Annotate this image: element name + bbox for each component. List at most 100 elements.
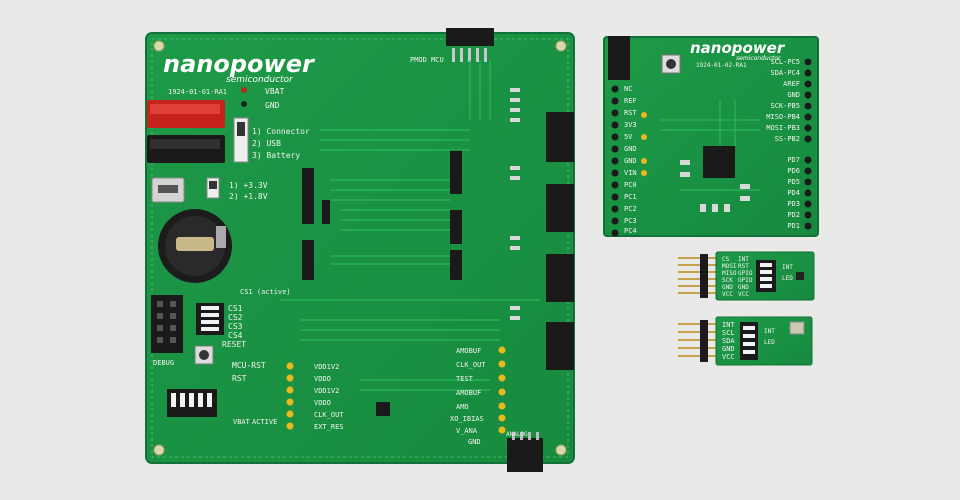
- sensor2-int: INT: [764, 328, 775, 335]
- svg-text:5V: 5V: [624, 133, 633, 141]
- svg-text:GPIO: GPIO: [738, 270, 753, 277]
- svg-text:REF: REF: [624, 97, 637, 105]
- jumper-block-left: [302, 168, 330, 280]
- jumper-block-right: [450, 150, 462, 280]
- mcu-brand-sub: semiconductor: [736, 55, 781, 62]
- sensor1-led: LED: [782, 275, 793, 282]
- mcu-rst-label: MCU-RST: [232, 361, 266, 370]
- svg-text:SDA: SDA: [722, 337, 735, 345]
- svg-text:VCC: VCC: [722, 291, 733, 298]
- vbat-label: VBAT: [265, 87, 284, 96]
- mcu-right-pin-labels: SCL-PC5 SDA-PC4 AREF GND SCK-PB5 MISO-PB…: [766, 58, 800, 230]
- debug-header: [151, 295, 183, 353]
- test-points-left: VDD1V2 VDDO VDD1V2 VDDO CLK_OUT EXT_RES: [286, 362, 344, 431]
- power-opt-1: 1) Connector: [252, 127, 310, 136]
- svg-text:RST: RST: [738, 263, 749, 270]
- svg-text:PD1: PD1: [787, 222, 800, 230]
- power-opt-2: 2) USB: [252, 139, 281, 148]
- tp-left-5: CLK_OUT: [314, 411, 344, 419]
- svg-text:PC1: PC1: [624, 193, 637, 201]
- tp-right-2: CLK_OUT: [456, 361, 486, 369]
- analog-header: [507, 438, 543, 472]
- main-revision: 1924-01-01-RA1: [168, 88, 227, 96]
- svg-text:GND: GND: [722, 284, 733, 291]
- sensor2-pin-labels: INT SCL SDA GND VCC: [722, 321, 735, 361]
- sensor-board-2: INT SCL SDA GND VCC INT LED: [678, 316, 813, 366]
- pmod-mcu-label: PMOD MCU: [410, 56, 444, 64]
- pcb-traces: [280, 60, 540, 391]
- sensor1-pin-labels: CS MOSI MISO SCK GND VCC INT RST GPIO GP…: [722, 256, 753, 298]
- gnd-label: GND: [265, 101, 280, 110]
- power-opt-3: 3) Battery: [252, 151, 300, 160]
- analog-label: ANALOG: [506, 431, 528, 438]
- svg-text:INT: INT: [738, 256, 749, 263]
- svg-text:RST: RST: [624, 109, 637, 117]
- svg-text:SCL-PC5: SCL-PC5: [770, 58, 800, 66]
- svg-text:SCK-PB5: SCK-PB5: [770, 102, 800, 110]
- svg-text:GND: GND: [738, 284, 749, 291]
- pmod-mcu-header: [446, 28, 494, 46]
- svg-text:SDA-PC4: SDA-PC4: [770, 69, 800, 77]
- tp-left-1: VDD1V2: [314, 363, 339, 371]
- sensor2-component: [789, 321, 805, 335]
- debug-label: DEBUG: [153, 359, 174, 367]
- pmod-headers-right: [546, 112, 574, 370]
- tp-left-3: VDD1V2: [314, 387, 339, 395]
- svg-text:SCK: SCK: [722, 277, 733, 284]
- svg-text:AREF: AREF: [783, 80, 800, 88]
- svg-text:NC: NC: [624, 85, 632, 93]
- svg-text:VCC: VCC: [722, 353, 735, 361]
- mcu-brand: nanopower: [690, 39, 786, 57]
- svg-text:GND: GND: [624, 157, 637, 165]
- center-ic: [376, 402, 390, 416]
- tp-left-2: VDDO: [314, 375, 331, 383]
- cs4-label: CS4: [228, 331, 243, 340]
- tp-right-6: XO_IBIAS: [450, 415, 484, 423]
- svg-text:SCL: SCL: [722, 329, 735, 337]
- svg-text:SS-PB2: SS-PB2: [775, 135, 800, 143]
- svg-text:PD6: PD6: [787, 167, 800, 175]
- svg-text:VIN: VIN: [624, 169, 637, 177]
- svg-text:PD3: PD3: [787, 200, 800, 208]
- main-brand: nanopower: [163, 50, 316, 78]
- svg-text:GPIO: GPIO: [738, 277, 753, 284]
- svg-text:GND: GND: [722, 345, 735, 353]
- test-points-right: AMOBUF CLK_OUT TEST AMOBUF AMO XO_IBIAS …: [450, 346, 506, 446]
- svg-text:GND: GND: [624, 145, 637, 153]
- tp-left-4: VDDO: [314, 399, 331, 407]
- svg-text:PC3: PC3: [624, 217, 637, 225]
- volt-opt-2: 2) +1.8V: [229, 192, 268, 201]
- svg-text:CS: CS: [722, 256, 730, 263]
- svg-text:MISO: MISO: [722, 270, 737, 277]
- svg-text:INT: INT: [722, 321, 735, 329]
- mcu-board: nanopower semiconductor 1924-01-02-RA1 N…: [603, 36, 819, 237]
- svg-text:MOSI: MOSI: [722, 263, 737, 270]
- mcu-left-pin-labels: NC REF RST 3V3 5V GND GND VIN PC0 PC1 PC…: [624, 85, 637, 235]
- sensor-board-1: CS MOSI MISO SCK GND VCC INT RST GPIO GP…: [678, 251, 815, 301]
- reset-label: RESET: [222, 340, 246, 349]
- tp-left-6: EXT_RES: [314, 423, 344, 431]
- mcu-revision: 1924-01-02-RA1: [696, 62, 747, 69]
- tp-right-3: TEST: [456, 375, 474, 383]
- svg-text:PD2: PD2: [787, 211, 800, 219]
- tp-right-1: AMOBUF: [456, 347, 481, 355]
- svg-text:PC4: PC4: [624, 227, 637, 235]
- main-board: nanopower semiconductor 1924-01-01-RA1 P…: [145, 28, 575, 472]
- tp-right-7: V_ANA: [456, 427, 478, 435]
- svg-text:MISO-PB4: MISO-PB4: [766, 113, 800, 121]
- svg-text:PC0: PC0: [624, 181, 637, 189]
- svg-text:PD4: PD4: [787, 189, 800, 197]
- rst-label: RST: [232, 374, 247, 383]
- cs2-label: CS2: [228, 313, 243, 322]
- svg-text:PD5: PD5: [787, 178, 800, 186]
- svg-text:PD7: PD7: [787, 156, 800, 164]
- volt-opt-1: 1) +3.3V: [229, 181, 268, 190]
- cs3-label: CS3: [228, 322, 243, 331]
- svg-text:3V3: 3V3: [624, 121, 637, 129]
- mcu-chip: [703, 146, 735, 178]
- svg-text:VCC: VCC: [738, 291, 749, 298]
- svg-text:MOSI-PB3: MOSI-PB3: [766, 124, 800, 132]
- active-label: ACTIVE: [252, 418, 277, 426]
